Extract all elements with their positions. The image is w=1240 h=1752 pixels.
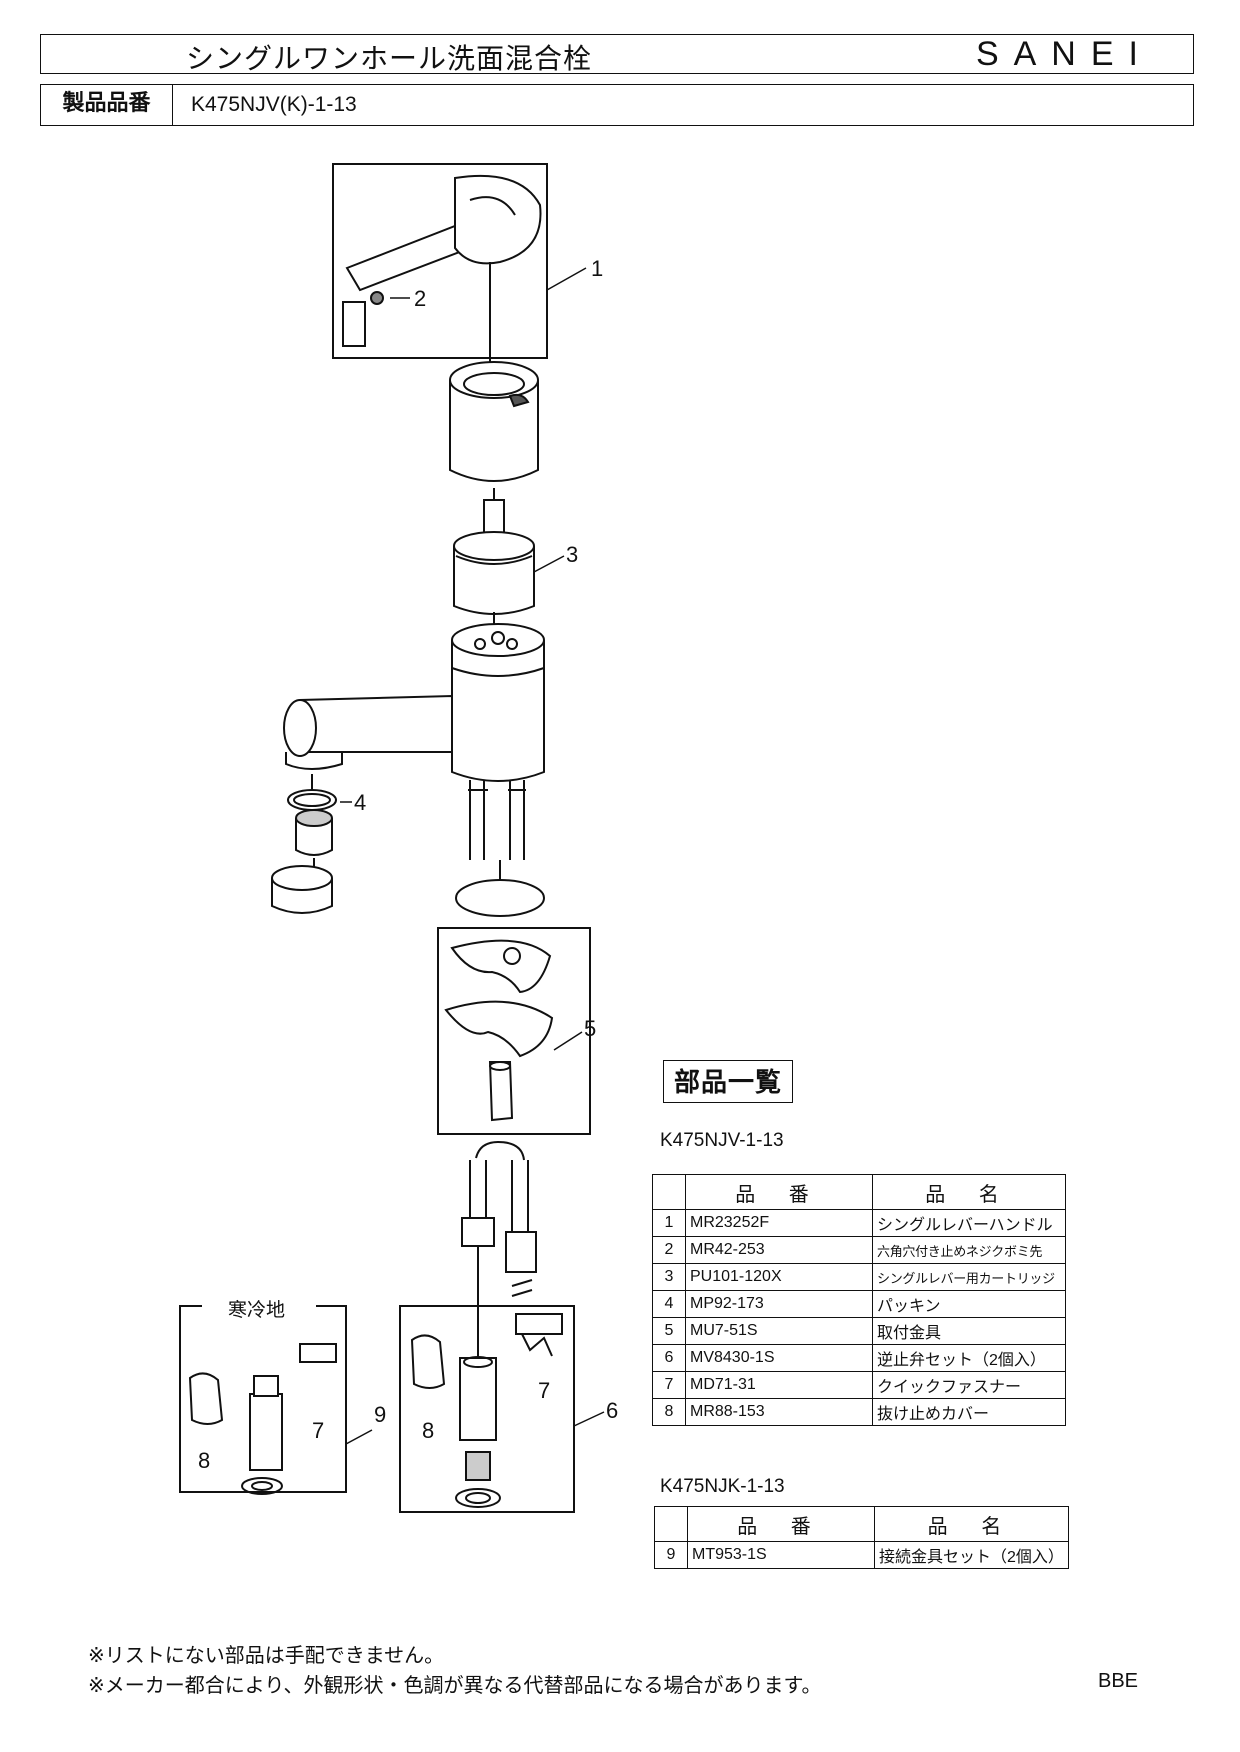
parts-list-title: 部品一覧 <box>663 1060 794 1103</box>
lever-handle-illustration <box>332 163 548 368</box>
part-no: 5 <box>652 1317 686 1345</box>
part-code: MP92-173 <box>685 1290 873 1318</box>
model-number-label: 製品品番 <box>41 85 173 125</box>
part-no: 3 <box>652 1263 686 1291</box>
table-row: 6 MV8430-1S 逆止弁セット（2個入） <box>652 1344 1066 1372</box>
callout-leader-lines <box>340 267 605 1445</box>
part-no: 6 <box>652 1344 686 1372</box>
callout-7: 7 <box>538 1378 550 1403</box>
model-number-value: K475NJV(K)-1-13 <box>191 93 357 116</box>
part-name: 抜け止めカバー <box>872 1398 1066 1426</box>
header-no <box>654 1506 688 1542</box>
callout-numbers: 1 2 3 4 5 6 7 7 8 8 9 寒冷地 <box>198 256 618 1473</box>
callout-7b: 7 <box>312 1418 324 1443</box>
callout-5: 5 <box>584 1016 596 1041</box>
document-title: シングルワンホール洗面混合栓 <box>186 42 593 75</box>
table-row: 5 MU7-51S 取付金具 <box>652 1317 1066 1345</box>
footer-code: BBE <box>1098 1670 1139 1692</box>
part-no: 2 <box>652 1236 686 1264</box>
part-code: PU101-120X <box>685 1263 873 1291</box>
header-name: 品 名 <box>874 1506 1069 1542</box>
faucet-body-illustration <box>283 623 545 917</box>
part-code: MR42-253 <box>685 1236 873 1264</box>
part-name: 逆止弁セット（2個入） <box>872 1344 1066 1372</box>
callout-2: 2 <box>414 286 426 311</box>
part-code: MD71-31 <box>685 1371 873 1399</box>
header-code: 品 番 <box>685 1174 873 1210</box>
callout-4: 4 <box>354 790 366 815</box>
table-header-row: 品 番 品 名 <box>654 1506 1069 1542</box>
part-code: MT953-1S <box>687 1541 875 1569</box>
brand-logo: SANEI <box>975 35 1153 73</box>
part-name: 取付金具 <box>872 1317 1066 1345</box>
table-row: 8 MR88-153 抜け止めカバー <box>652 1398 1066 1426</box>
handle-cover-illustration <box>449 361 539 500</box>
table-header-row: 品 番 品 名 <box>652 1174 1066 1210</box>
part-no: 9 <box>654 1541 688 1569</box>
series-1-label: K475NJV-1-13 <box>660 1130 784 1151</box>
part-code: MR88-153 <box>685 1398 873 1426</box>
notes: ※リストにない部品は手配できません。 ※メーカー都合により、外観形状・色調が異な… <box>88 1640 822 1700</box>
note-1: ※リストにない部品は手配できません。 <box>88 1643 445 1667</box>
header-no <box>652 1174 686 1210</box>
part-name: シングルレバーハンドル <box>872 1209 1066 1237</box>
parts-table-2: 品 番 品 名 9 MT953-1S 接続金具セット（2個入） <box>654 1506 1069 1569</box>
callout-8b: 8 <box>198 1448 210 1473</box>
parts-table-1: 品 番 品 名 1 MR23252F シングルレバーハンドル 2 MR42-25… <box>652 1174 1066 1426</box>
header-name: 品 名 <box>872 1174 1066 1210</box>
table-row: 2 MR42-253 六角穴付き止めネジクボミ先 <box>652 1236 1066 1264</box>
table-row: 7 MD71-31 クイックファスナー <box>652 1371 1066 1399</box>
table-row: 3 PU101-120X シングルレバー用カートリッジ <box>652 1263 1066 1291</box>
model-number-box: 製品品番 K475NJV(K)-1-13 <box>40 84 1194 126</box>
callout-6: 6 <box>606 1398 618 1423</box>
aerator-illustration <box>271 774 337 914</box>
check-valve-set-illustration <box>399 1305 575 1513</box>
table-row: 9 MT953-1S 接続金具セット（2個入） <box>654 1541 1069 1569</box>
header-code: 品 番 <box>687 1506 875 1542</box>
connection-fitting-set-illustration <box>179 1305 347 1495</box>
cartridge-illustration <box>453 499 535 630</box>
callout-8: 8 <box>422 1418 434 1443</box>
part-name: パッキン <box>872 1290 1066 1318</box>
part-name: 六角穴付き止めネジクボミ先 <box>872 1236 1066 1264</box>
part-no: 8 <box>652 1398 686 1426</box>
mounting-bracket-illustration <box>437 927 591 1135</box>
part-name: 接続金具セット（2個入） <box>874 1541 1069 1569</box>
callout-1: 1 <box>591 256 603 281</box>
part-code: MV8430-1S <box>685 1344 873 1372</box>
callout-9: 9 <box>374 1402 386 1427</box>
part-no: 1 <box>652 1209 686 1237</box>
part-name: クイックファスナー <box>872 1371 1066 1399</box>
title-box: シングルワンホール洗面混合栓 SANEI <box>40 34 1194 75</box>
table-row: 4 MP92-173 パッキン <box>652 1290 1066 1318</box>
part-code: MR23252F <box>685 1209 873 1237</box>
part-no: 4 <box>652 1290 686 1318</box>
cold-region-label: 寒冷地 <box>228 1299 285 1321</box>
supply-hoses-illustration <box>461 1140 537 1390</box>
part-name: シングルレバー用カートリッジ <box>872 1263 1066 1291</box>
note-2: ※メーカー都合により、外観形状・色調が異なる代替部品になる場合があります。 <box>88 1673 822 1697</box>
part-no: 7 <box>652 1371 686 1399</box>
part-code: MU7-51S <box>685 1317 873 1345</box>
callout-3: 3 <box>566 542 578 567</box>
series-2-label: K475NJK-1-13 <box>660 1476 785 1497</box>
table-row: 1 MR23252F シングルレバーハンドル <box>652 1209 1066 1237</box>
